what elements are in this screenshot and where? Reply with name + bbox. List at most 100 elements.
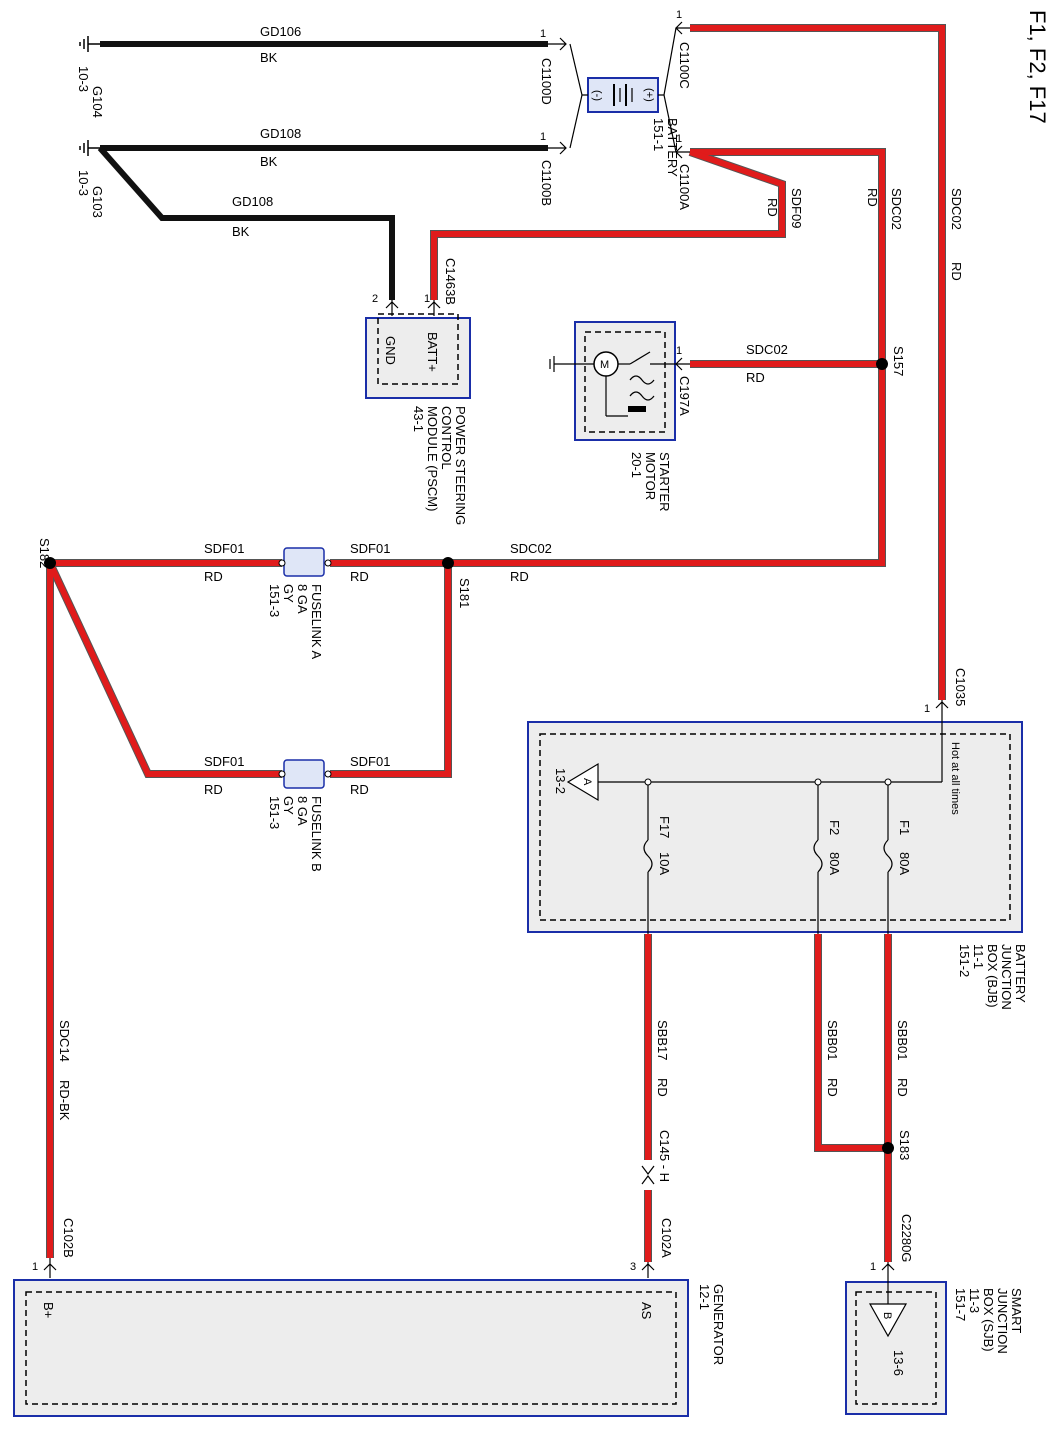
starter-name-line2: MOTOR bbox=[643, 452, 658, 500]
bjb-fuse-f2-rating: 80A bbox=[827, 852, 842, 875]
sjb-inner bbox=[855, 1291, 937, 1405]
wire-sdc02-bottom-color: RD bbox=[510, 569, 529, 584]
connector-c1100d-icon bbox=[548, 37, 567, 51]
bjb-internal-bus bbox=[598, 716, 943, 934]
connector-c2280g-icon bbox=[881, 1262, 895, 1278]
ground-g103-icon bbox=[79, 140, 100, 156]
fuselink-a-ref: 151-3 bbox=[267, 584, 282, 617]
connector-c145h-name: C145 - H bbox=[657, 1130, 672, 1182]
connector-c1463b-pin-2: 2 bbox=[372, 293, 378, 305]
battery-neg-label: (-) bbox=[591, 90, 603, 101]
ground-g104-name: G104 bbox=[90, 86, 105, 118]
wire-sdf01-b-left-circuit: SDF01 bbox=[204, 754, 244, 769]
splice-s183 bbox=[882, 1142, 894, 1154]
wire-sbb01-a bbox=[815, 934, 888, 1151]
bjb-ref-arrow-label: A bbox=[581, 778, 593, 786]
connector-c102a-icon bbox=[641, 1262, 655, 1278]
pscm-name-line2: CONTROL bbox=[439, 406, 454, 470]
bjb-fuse-f1-rating: 80A bbox=[897, 852, 912, 875]
connector-c1100a-pin: 1 bbox=[676, 133, 682, 145]
connector-c102a-name: C102A bbox=[659, 1218, 674, 1258]
splice-s182-label: S182 bbox=[37, 538, 52, 568]
red-wire-edges bbox=[46, 24, 946, 1262]
red-wires bbox=[47, 25, 945, 1262]
wire-sdf01-b-left bbox=[47, 561, 282, 777]
wire-gd108-top-circuit: GD108 bbox=[260, 126, 301, 141]
splice-s157-label: S157 bbox=[891, 346, 906, 376]
wire-sdc02-right-color: RD bbox=[949, 262, 964, 281]
wire-sdf01-a-left-color: RD bbox=[204, 569, 223, 584]
connector-c1463b-icon bbox=[385, 300, 441, 316]
pscm-name-line1: POWER STEERING bbox=[453, 406, 468, 525]
pscm-pin-batt: BATT+ bbox=[425, 332, 440, 372]
sjb-ref-arrow-label: B bbox=[881, 1312, 893, 1319]
wire-sbb17-circuit: SBB17 bbox=[655, 1020, 670, 1060]
sjb-ref-arrow-icon bbox=[868, 1278, 908, 1338]
wire-sdc02-right-circuit: SDC02 bbox=[949, 188, 964, 230]
wire-gd108-mid bbox=[97, 146, 395, 300]
wire-sdc14-circuit: SDC14 bbox=[57, 1020, 72, 1062]
wire-sdf01-b-right-color: RD bbox=[350, 782, 369, 797]
generator-pin-b: B+ bbox=[41, 1302, 56, 1318]
connector-c1100b-icon bbox=[548, 141, 567, 155]
battery-name: BATTERY bbox=[665, 118, 680, 177]
bjb-name-line1: BATTERY bbox=[1013, 944, 1028, 1003]
wire-sdc02-bottom-circuit: SDC02 bbox=[510, 541, 552, 556]
fuselink-b-gauge: 8 GA bbox=[295, 796, 310, 826]
starter-inner bbox=[584, 331, 666, 433]
wire-sbb01-a-color: RD bbox=[825, 1078, 840, 1097]
connector-c1100b-pin: 1 bbox=[540, 131, 546, 143]
splice-s181 bbox=[442, 557, 454, 569]
battery-pos-label: (+) bbox=[643, 88, 655, 102]
fuselink-b-icon bbox=[278, 759, 332, 789]
wire-sbb01-b-circuit: SBB01 bbox=[895, 1020, 910, 1060]
starter-motor-icon: M bbox=[549, 351, 676, 417]
bjb-fuse-f17-rating: 10A bbox=[657, 852, 672, 875]
connector-c1100b-name: C1100B bbox=[539, 160, 554, 206]
wire-sdf01-a-right-color: RD bbox=[350, 569, 369, 584]
bjb-box bbox=[527, 721, 1023, 933]
ground-g103-ref: 10-3 bbox=[76, 170, 91, 196]
splice-s181-label: S181 bbox=[457, 578, 472, 608]
ground-g104-ref: 10-3 bbox=[76, 66, 91, 92]
bjb-ref-arrow-icon bbox=[566, 762, 599, 802]
fuselink-b-ref: 151-3 bbox=[267, 796, 282, 829]
wire-gd108-mid-color: BK bbox=[232, 224, 250, 239]
fuselink-b-name: FUSELINK B bbox=[309, 796, 324, 872]
bjb-ref2: 151-2 bbox=[957, 944, 972, 977]
connector-c1463b-name: C1463B bbox=[443, 258, 458, 305]
sjb-box bbox=[845, 1281, 947, 1415]
generator-box bbox=[13, 1279, 689, 1417]
ground-g104-icon bbox=[79, 36, 100, 52]
connector-c1463b-pin-1: 1 bbox=[424, 293, 430, 305]
starter-box bbox=[574, 321, 676, 441]
sjb-ref-arrow-ref: 13-6 bbox=[891, 1350, 906, 1376]
wire-sbb01-b-color: RD bbox=[895, 1078, 910, 1097]
connector-c1100a-name: C1100A bbox=[677, 164, 692, 210]
generator-name: GENERATOR bbox=[711, 1284, 726, 1365]
bjb-hot-label: Hot at all times bbox=[949, 742, 961, 815]
connector-c1100c-pin: 1 bbox=[676, 9, 682, 21]
connector-c102b-icon bbox=[43, 1258, 57, 1278]
fuselink-a-color: GY bbox=[281, 584, 296, 603]
connector-c2280g-name: C2280G bbox=[899, 1214, 914, 1262]
wire-sdf01-a-left-circuit: SDF01 bbox=[204, 541, 244, 556]
connector-c1100c-name: C1100C bbox=[677, 42, 692, 89]
wire-gd106-color: BK bbox=[260, 50, 278, 65]
connector-c1035-icon bbox=[935, 700, 949, 716]
wire-sdf01-b-right bbox=[330, 563, 451, 777]
wire-sdf01-a-right-circuit: SDF01 bbox=[350, 541, 390, 556]
sjb-ref1: 11-3 bbox=[967, 1288, 982, 1313]
bjb-fuse-f2-name: F2 bbox=[827, 820, 842, 835]
sjb-name-line3: BOX (SJB) bbox=[981, 1288, 996, 1352]
wire-sdc02-starter-circuit: SDC02 bbox=[746, 342, 788, 357]
connector-c197a-icon bbox=[675, 357, 690, 371]
wire-sdf01-b-left-color: RD bbox=[204, 782, 223, 797]
bjb-ref1: 11-1 bbox=[971, 944, 986, 969]
starter-ref: 20-1 bbox=[629, 452, 644, 478]
ground-g103-name: G103 bbox=[90, 186, 105, 218]
fuselink-a-icon bbox=[278, 547, 332, 577]
connector-c1100c-icon bbox=[675, 21, 690, 35]
bjb-fuse-f1-name: F1 bbox=[897, 820, 912, 835]
splice-s183-label: S183 bbox=[897, 1130, 912, 1160]
